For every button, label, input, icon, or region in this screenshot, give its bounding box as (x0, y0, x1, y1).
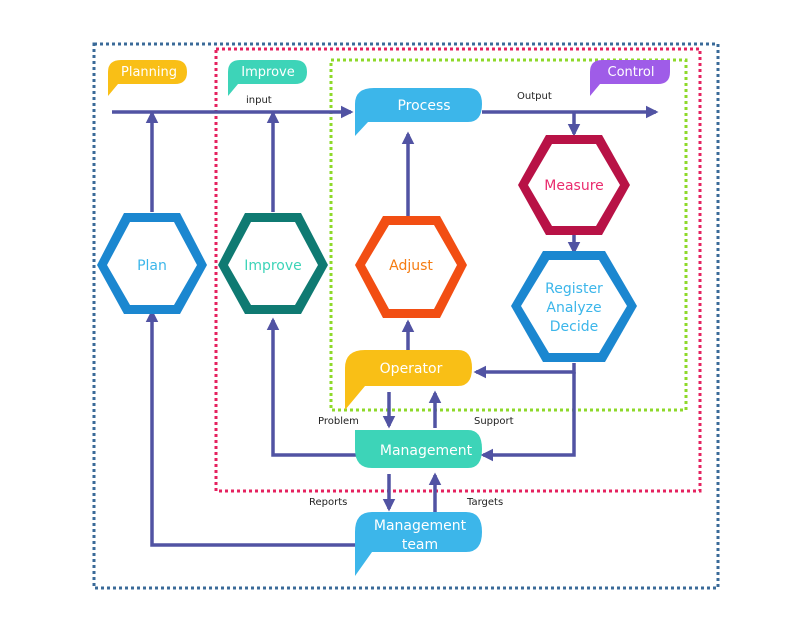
management-team-label-line1: Management (374, 518, 467, 534)
edge-label-output: Output (517, 91, 552, 102)
control-region-border (329, 58, 688, 412)
edge-label-targets: Targets (466, 497, 503, 508)
edge-label-problem: Problem (318, 416, 359, 427)
process-label: Process (397, 98, 450, 114)
control-tag: Control (590, 60, 670, 96)
register-analyze-decide-node: Register Analyze Decide (511, 251, 637, 362)
improve-node: Improve (218, 213, 328, 314)
planning-region-border (92, 42, 720, 590)
arrow-management-to-improve (266, 317, 357, 457)
decide-label: Decide (550, 319, 598, 335)
edge-label-reports: Reports (309, 497, 347, 508)
connectors (112, 105, 659, 547)
plan-node: Plan (97, 213, 207, 314)
register-label: Register (545, 281, 603, 297)
control-tag-label: Control (608, 65, 655, 80)
planning-tag: Planning (108, 60, 187, 96)
improve-region-border (214, 47, 702, 493)
management-team-label-line2: team (402, 537, 438, 553)
plan-label: Plan (137, 258, 167, 274)
management-label: Management (380, 443, 473, 459)
improve-label: Improve (244, 258, 302, 274)
improve-tag-label: Improve (241, 65, 294, 80)
adjust-node: Adjust (355, 216, 467, 318)
improve-tag: Improve (228, 60, 307, 96)
measure-label: Measure (544, 178, 604, 194)
arrow-register-to-management (480, 372, 576, 462)
arrow-register-to-operator (473, 363, 576, 379)
operator-label: Operator (380, 361, 443, 377)
analyze-label: Analyze (546, 300, 601, 316)
management-team-node: Management team (355, 512, 482, 576)
adjust-label: Adjust (389, 258, 433, 274)
measure-node: Measure (518, 135, 630, 235)
process-node: Process (355, 88, 482, 136)
planning-tag-label: Planning (121, 65, 177, 80)
edge-label-support: Support (474, 416, 514, 427)
operator-node: Operator (345, 350, 472, 410)
management-node: Management (355, 430, 482, 468)
edge-label-input: input (246, 95, 272, 106)
arrow-team-to-plan (145, 309, 357, 547)
